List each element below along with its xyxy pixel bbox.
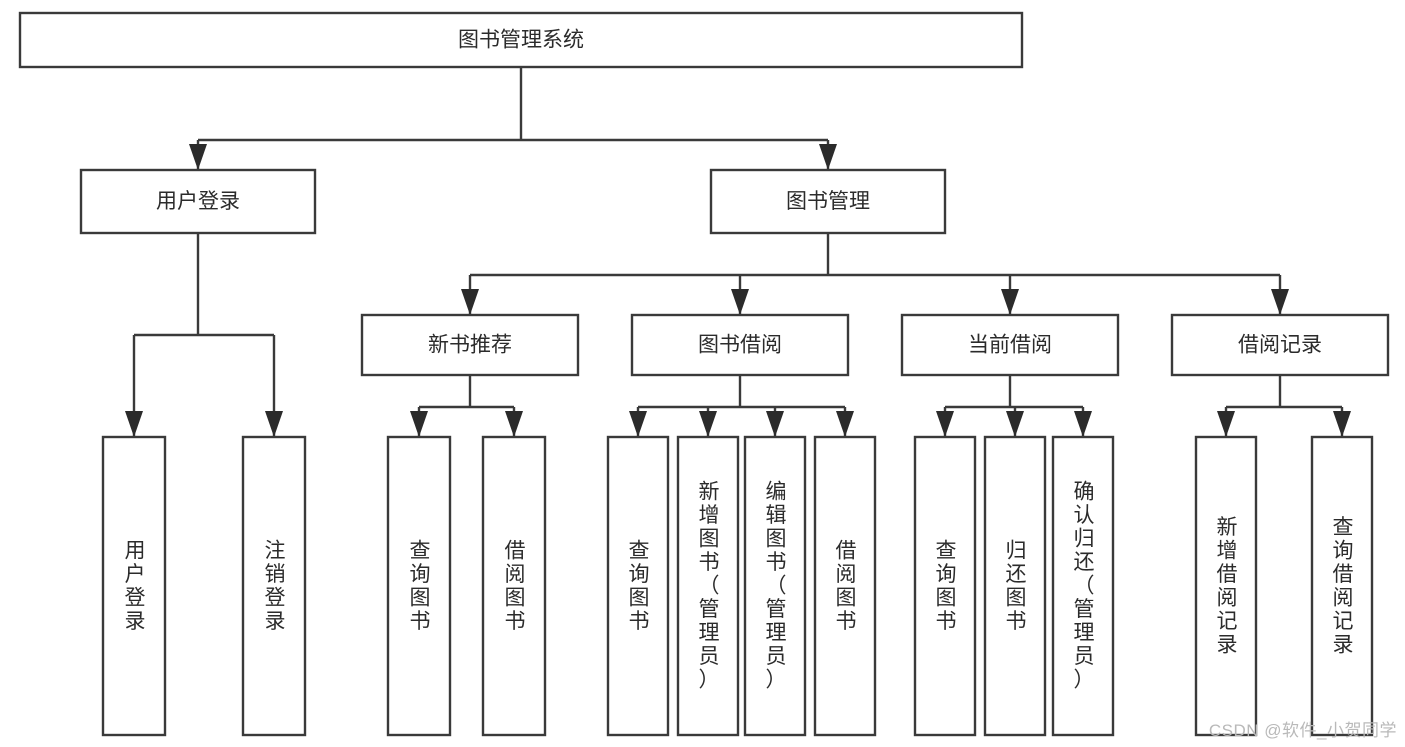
edge-book-manage-arrow-3 — [1271, 289, 1289, 315]
edge-root-arrow-1 — [819, 144, 837, 170]
node-root-box[interactable] — [18, 11, 1024, 69]
node-book-manage-label: 图书管理 — [786, 190, 870, 213]
edge-user-login-arrow-1 — [265, 411, 283, 437]
edge-book-manage-arrow-1 — [731, 289, 749, 315]
edge-user-login-arrow-0 — [125, 411, 143, 437]
node-user-login-box[interactable] — [79, 168, 317, 235]
node-layer: 图书管理系统用户登录图书管理新书推荐图书借阅当前借阅借阅记录用户登录注销登录查询… — [18, 11, 1390, 737]
edge-book-borrow-arrow-3 — [836, 411, 854, 437]
leaf-node-leaf-user-login[interactable]: 用户登录 — [101, 435, 167, 737]
node-new-book-recommend-label: 新书推荐 — [428, 334, 512, 357]
node-new-book-recommend-box[interactable] — [360, 313, 580, 377]
edge-book-manage-arrow-2 — [1001, 289, 1019, 315]
edge-current-borrow-arrow-1 — [1006, 411, 1024, 437]
leaf-node-leaf-user-login-label: 用户登录 — [125, 539, 146, 633]
leaf-node-leaf-query-book-cur[interactable]: 查询图书 — [913, 435, 977, 737]
node-book-borrow[interactable]: 图书借阅 — [630, 313, 850, 377]
leaf-node-leaf-query-book-borrow[interactable]: 查询图书 — [606, 435, 670, 737]
edge-root-arrow-0 — [189, 144, 207, 170]
leaf-node-leaf-add-book-box[interactable] — [676, 435, 740, 737]
node-current-borrow[interactable]: 当前借阅 — [900, 313, 1120, 377]
node-current-borrow-label: 当前借阅 — [968, 334, 1052, 357]
node-user-login-label: 用户登录 — [156, 190, 240, 213]
leaf-node-leaf-edit-book-box[interactable] — [743, 435, 807, 737]
leaf-node-leaf-borrow-book-rec-box[interactable] — [481, 435, 547, 737]
node-user-login[interactable]: 用户登录 — [79, 168, 317, 235]
leaf-node-leaf-query-record-box[interactable] — [1310, 435, 1374, 737]
node-root-label: 图书管理系统 — [458, 29, 584, 52]
leaf-node-leaf-confirm-return-label: 确认归还（管理员） — [1074, 481, 1095, 692]
leaf-node-leaf-return-book-label: 归还图书 — [1006, 539, 1027, 633]
edge-borrow-record-arrow-0 — [1217, 411, 1235, 437]
leaf-node-leaf-borrow-book-rec-label: 借阅图书 — [505, 539, 526, 633]
csdn-watermark: CSDN @软件_小贺同学 — [1208, 721, 1397, 740]
node-book-borrow-label: 图书借阅 — [698, 334, 782, 357]
leaf-node-leaf-borrow-book-rec[interactable]: 借阅图书 — [481, 435, 547, 737]
leaf-node-leaf-add-record-label: 新增借阅记录 — [1217, 516, 1238, 657]
leaf-node-leaf-add-book-label: 新增图书（管理员） — [699, 481, 720, 692]
leaf-node-leaf-add-record[interactable]: 新增借阅记录 — [1194, 435, 1258, 737]
leaf-node-leaf-return-book[interactable]: 归还图书 — [983, 435, 1047, 737]
node-new-book-recommend[interactable]: 新书推荐 — [360, 313, 580, 377]
leaf-node-leaf-query-book-rec-box[interactable] — [386, 435, 452, 737]
leaf-node-leaf-query-book-borrow-box[interactable] — [606, 435, 670, 737]
edge-book-borrow-arrow-0 — [629, 411, 647, 437]
leaf-node-leaf-borrow-book-box[interactable] — [813, 435, 877, 737]
edge-book-borrow-arrow-1 — [699, 411, 717, 437]
leaf-node-leaf-add-record-box[interactable] — [1194, 435, 1258, 737]
node-borrow-record[interactable]: 借阅记录 — [1170, 313, 1390, 377]
leaf-node-leaf-query-book-cur-label: 查询图书 — [936, 539, 957, 633]
node-book-manage-box[interactable] — [709, 168, 947, 235]
leaf-node-leaf-borrow-book-label: 借阅图书 — [836, 539, 857, 633]
node-root[interactable]: 图书管理系统 — [18, 11, 1024, 69]
edge-current-borrow-arrow-2 — [1074, 411, 1092, 437]
edge-new-book-recommend-arrow-1 — [505, 411, 523, 437]
leaf-node-leaf-query-record-label: 查询借阅记录 — [1333, 516, 1354, 657]
leaf-node-leaf-edit-book-label: 编辑图书（管理员） — [766, 481, 787, 692]
leaf-node-leaf-query-book-borrow-label: 查询图书 — [629, 539, 650, 633]
edge-borrow-record-arrow-1 — [1333, 411, 1351, 437]
edge-book-borrow-arrow-2 — [766, 411, 784, 437]
leaf-node-leaf-query-book-rec[interactable]: 查询图书 — [386, 435, 452, 737]
leaf-node-leaf-logout-login-label: 注销登录 — [265, 539, 286, 633]
node-borrow-record-box[interactable] — [1170, 313, 1390, 377]
node-book-manage[interactable]: 图书管理 — [709, 168, 947, 235]
leaf-node-leaf-logout-login-box[interactable] — [241, 435, 307, 737]
leaf-node-leaf-query-record[interactable]: 查询借阅记录 — [1310, 435, 1374, 737]
leaf-node-leaf-logout-login[interactable]: 注销登录 — [241, 435, 307, 737]
leaf-node-leaf-confirm-return[interactable]: 确认归还（管理员） — [1051, 435, 1115, 737]
leaf-node-leaf-borrow-book[interactable]: 借阅图书 — [813, 435, 877, 737]
edge-new-book-recommend-arrow-0 — [410, 411, 428, 437]
node-current-borrow-box[interactable] — [900, 313, 1120, 377]
leaf-node-leaf-user-login-box[interactable] — [101, 435, 167, 737]
leaf-node-leaf-confirm-return-box[interactable] — [1051, 435, 1115, 737]
leaf-node-leaf-query-book-rec-label: 查询图书 — [410, 539, 431, 633]
node-book-borrow-box[interactable] — [630, 313, 850, 377]
edge-book-manage-arrow-0 — [461, 289, 479, 315]
leaf-node-leaf-return-book-box[interactable] — [983, 435, 1047, 737]
leaf-node-leaf-add-book[interactable]: 新增图书（管理员） — [676, 435, 740, 737]
node-borrow-record-label: 借阅记录 — [1238, 334, 1322, 357]
leaf-node-leaf-query-book-cur-box[interactable] — [913, 435, 977, 737]
leaf-node-leaf-edit-book[interactable]: 编辑图书（管理员） — [743, 435, 807, 737]
edge-layer — [125, 67, 1351, 437]
edge-current-borrow-arrow-0 — [936, 411, 954, 437]
